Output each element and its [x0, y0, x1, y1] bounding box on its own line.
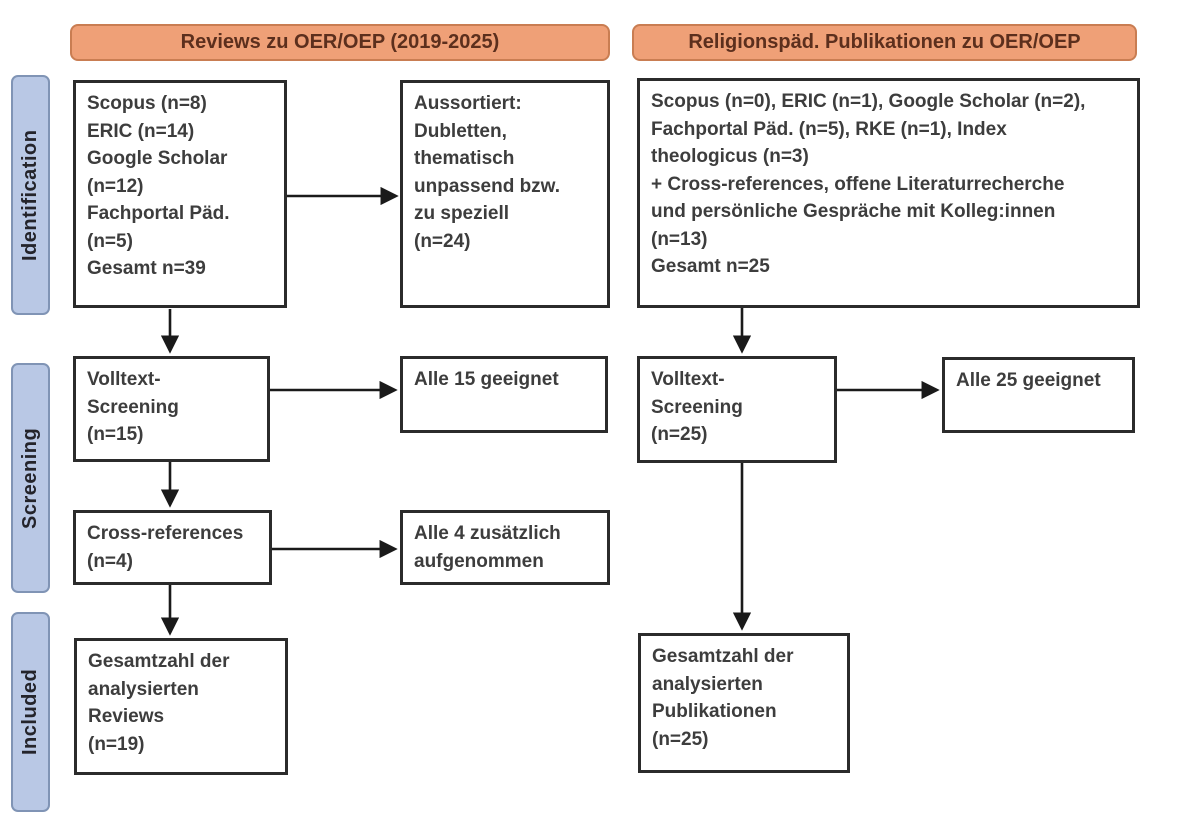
- stage-label-screening: Screening: [11, 363, 50, 593]
- box-right-identification-sources: Scopus (n=0), ERIC (n=1), Google Scholar…: [637, 78, 1140, 308]
- box-alle-25-geeignet: Alle 25 geeignet: [942, 357, 1135, 433]
- column-header-religionspaed: Religionspäd. Publikationen zu OER/OEP: [632, 24, 1137, 61]
- stage-label-identification: Identification: [11, 75, 50, 315]
- box-right-gesamtzahl-publikationen: Gesamtzahl der analysierten Publikatione…: [638, 633, 850, 773]
- box-left-gesamtzahl-reviews: Gesamtzahl der analysierten Reviews (n=1…: [74, 638, 288, 775]
- box-left-volltext-screening: Volltext- Screening (n=15): [73, 356, 270, 462]
- box-cross-references: Cross-references (n=4): [73, 510, 272, 585]
- column-header-reviews: Reviews zu OER/OEP (2019-2025): [70, 24, 610, 61]
- box-alle-15-geeignet: Alle 15 geeignet: [400, 356, 608, 433]
- box-alle-4-aufgenommen: Alle 4 zusätzlich aufgenommen: [400, 510, 610, 585]
- stage-label-included: Included: [11, 612, 50, 812]
- box-aussortiert: Aussortiert: Dubletten, thematisch unpas…: [400, 80, 610, 308]
- box-right-volltext-screening: Volltext- Screening (n=25): [637, 356, 837, 463]
- box-left-identification-sources: Scopus (n=8) ERIC (n=14) Google Scholar …: [73, 80, 287, 308]
